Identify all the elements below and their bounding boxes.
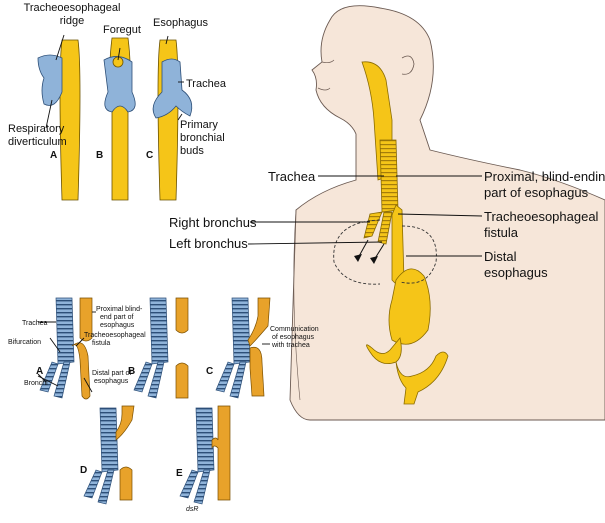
anomaly-diagrams: Trachea Proximal blind- end part of esop… xyxy=(8,297,319,513)
label-proximal-esophagus-1: Proximal, blind-ending xyxy=(484,169,605,184)
panel-label-a-top: A xyxy=(50,150,57,161)
label-te-fistula-anomaly-1: Tracheoesophageal xyxy=(84,332,146,339)
label-primary-bronchial-3: buds xyxy=(180,145,204,157)
label-trachea-anomaly: Trachea xyxy=(22,320,48,327)
panel-label-b-top: B xyxy=(96,150,103,161)
label-bronchi: Bronchi xyxy=(24,380,48,387)
infant-diagram: Trachea Proximal, blind-ending part of e… xyxy=(169,5,605,421)
anomaly-d-shapes xyxy=(83,405,135,505)
development-diagram: Tracheoesophageal ridge Foregut Esophagu… xyxy=(8,2,227,201)
panel-label-c-bottom: C xyxy=(206,366,213,377)
label-tracheoesophageal-fistula-1: Tracheoesophageal xyxy=(484,209,599,224)
label-proximal-blind-3: esophagus xyxy=(100,322,135,329)
label-esophagus-top: Esophagus xyxy=(153,17,209,29)
label-distal-part-1: Distal part of xyxy=(92,370,131,377)
stomach xyxy=(388,268,431,345)
panel-label-d-bottom: D xyxy=(80,465,87,476)
right-bronchus-shape xyxy=(363,211,383,239)
label-distal-esophagus-1: Distal xyxy=(484,249,517,264)
label-primary-bronchial-1: Primary xyxy=(180,119,218,131)
label-trachea-top: Trachea xyxy=(186,78,227,90)
panel-label-c-top: C xyxy=(146,150,153,161)
panel-b-shapes xyxy=(103,37,136,201)
label-communication-1: Communication xyxy=(270,326,319,333)
right-lung-outline xyxy=(333,219,381,285)
anomaly-e-shapes xyxy=(179,405,231,505)
panel-c-shapes xyxy=(152,39,193,201)
artist-signature: dsR xyxy=(186,506,198,513)
panel-label-e-bottom: E xyxy=(176,468,183,479)
label-distal-esophagus-2: esophagus xyxy=(484,265,548,280)
label-proximal-esophagus-2: part of esophagus xyxy=(484,185,589,200)
label-distal-part-2: esophagus xyxy=(94,378,129,385)
panel-a-shapes xyxy=(37,39,81,201)
label-right-bronchus: Right bronchus xyxy=(169,215,257,230)
label-communication-2: of esophagus xyxy=(272,334,315,341)
label-foregut: Foregut xyxy=(103,24,141,36)
label-trachea-infant: Trachea xyxy=(268,169,316,184)
label-tracheoesophageal-ridge-2: ridge xyxy=(60,15,84,27)
anomaly-a-shapes xyxy=(39,297,93,400)
anomaly-b-shapes xyxy=(133,297,189,399)
label-te-fistula-anomaly-2: fistula xyxy=(92,340,110,347)
anomaly-c-shapes xyxy=(215,297,271,399)
label-left-bronchus: Left bronchus xyxy=(169,236,248,251)
panel-label-a-bottom: A xyxy=(36,366,43,377)
panel-label-b-bottom: B xyxy=(128,366,135,377)
label-respiratory-diverticulum-1: Respiratory xyxy=(8,123,65,135)
label-proximal-blind-2: end part of xyxy=(100,314,134,321)
label-bifurcation: Bifurcation xyxy=(8,339,41,346)
label-primary-bronchial-2: bronchial xyxy=(180,132,225,144)
label-tracheoesophageal-fistula-2: fistula xyxy=(484,225,519,240)
infant-silhouette xyxy=(289,5,605,421)
label-communication-3: with trachea xyxy=(271,342,310,349)
label-proximal-blind-1: Proximal blind- xyxy=(96,306,143,313)
intestine xyxy=(395,351,449,405)
label-tracheoesophageal-ridge-1: Tracheoesophageal xyxy=(24,2,121,14)
label-respiratory-diverticulum-2: diverticulum xyxy=(8,136,67,148)
